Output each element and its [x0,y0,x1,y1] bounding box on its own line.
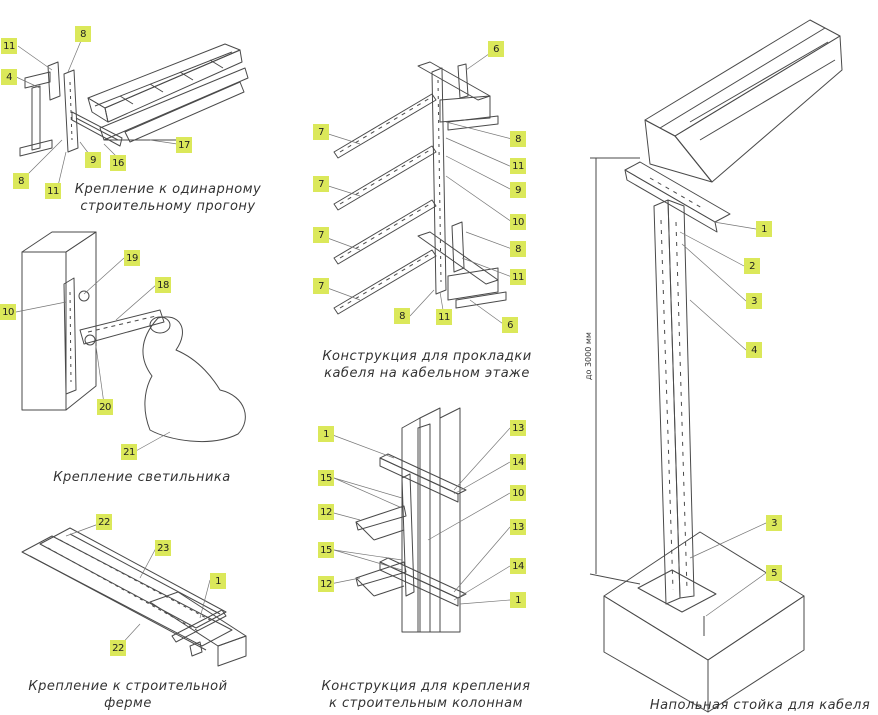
caption-luminaire: Крепление светильника [53,470,231,485]
cable-floor-assembly [333,61,507,315]
callout-20: 20 [97,399,113,415]
callout-7: 7 [313,176,329,192]
callout-8: 8 [75,26,91,42]
callout-11: 11 [45,183,61,199]
callout-16: 16 [110,155,126,171]
callout-15: 15 [318,542,334,558]
callout-7: 7 [313,278,329,294]
callout-11: 11 [436,309,452,325]
callout-12: 12 [318,504,334,520]
caption-columns-line2: к строительным колоннам [329,696,523,711]
callout-10: 10 [510,214,526,230]
height-dimension-label: до 3000 мм [584,332,593,380]
column-assembly [355,407,467,633]
callout-9: 9 [85,152,101,168]
floor-stand-assembly [589,19,843,713]
callout-8: 8 [13,173,29,189]
callout-8: 8 [394,308,410,324]
callout-22: 22 [96,514,112,530]
callout-13: 13 [510,519,526,535]
callout-5: 5 [766,565,782,581]
callout-10: 10 [510,485,526,501]
callout-8: 8 [510,241,526,257]
caption-floor-stand: Напольная стойка для кабеля [649,698,871,713]
callout-1: 1 [756,221,772,237]
callout-4: 4 [746,342,762,358]
callout-4: 4 [1,69,17,85]
callout-11: 11 [1,38,17,54]
luminaire-assembly [21,231,246,443]
callout-6: 6 [502,317,518,333]
caption-columns: Конструкция для крепления [321,679,531,694]
callout-12: 12 [318,576,334,592]
callout-10: 10 [0,304,16,320]
callout-7: 7 [313,124,329,140]
callout-7: 7 [313,227,329,243]
callout-18: 18 [155,277,171,293]
callout-3: 3 [746,293,762,309]
callout-11: 11 [510,158,526,174]
callout-14: 14 [510,558,526,574]
truss-assembly [21,527,247,667]
callout-9: 9 [510,182,526,198]
callout-19: 19 [124,250,140,266]
callout-11: 11 [510,269,526,285]
callout-17: 17 [176,137,192,153]
callout-6: 6 [488,41,504,57]
callout-14: 14 [510,454,526,470]
callout-1: 1 [318,426,334,442]
callout-8: 8 [510,131,526,147]
callout-2: 2 [744,258,760,274]
callout-15: 15 [318,470,334,486]
callout-13: 13 [510,420,526,436]
callout-22: 22 [110,640,126,656]
callout-1: 1 [510,592,526,608]
purlin-assembly [19,43,249,157]
callout-1: 1 [210,573,226,589]
callout-21: 21 [121,444,137,460]
callout-3: 3 [766,515,782,531]
callout-23: 23 [155,540,171,556]
